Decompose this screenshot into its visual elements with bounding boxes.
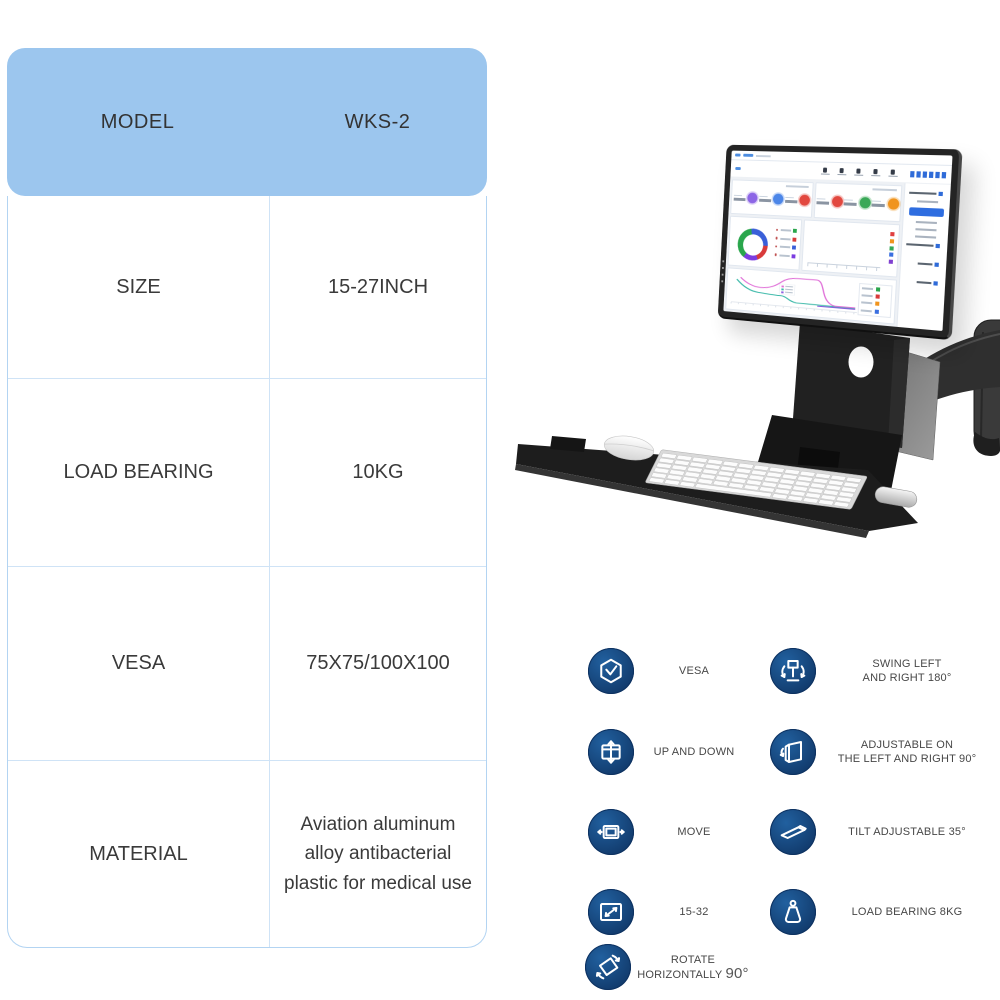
- feature-label-tilt: TILT ADJUSTABLE 35°: [848, 826, 966, 838]
- feature-label-move: MOVE: [677, 826, 711, 838]
- screen-sidebar: [896, 183, 951, 332]
- keyboard: [645, 449, 868, 510]
- arm-hook: [973, 432, 1000, 456]
- spec-row-material-label: MATERIAL: [8, 760, 269, 947]
- up-down-icon: [588, 729, 634, 775]
- tray-roller: [874, 486, 918, 508]
- feature-label-rotate: ROTATE HORIZONTALLY 90°: [637, 953, 749, 982]
- move-icon: [588, 809, 634, 855]
- tilt-icon: [770, 809, 816, 855]
- load-bearing-icon: [770, 889, 816, 935]
- bracket-hole: [848, 346, 874, 378]
- screen-line-legend: [857, 282, 893, 318]
- spec-header-label: MODEL: [100, 110, 175, 133]
- spec-row-vesa-value: 75X75/100X100: [269, 566, 486, 760]
- screen-kpi-panel-2: [813, 182, 903, 223]
- screen-kpi-panel-1: [730, 179, 814, 218]
- vesa-icon: [588, 648, 634, 694]
- feature-label-load-bearing: LOAD BEARING 8KG: [851, 906, 963, 918]
- rotate-icon: [585, 944, 631, 990]
- mouse: [603, 435, 655, 461]
- spec-row-load-label: LOAD BEARING: [8, 378, 269, 566]
- screen-line-chart: [725, 267, 898, 325]
- monitor: [717, 144, 963, 341]
- monitor-screen: [723, 150, 953, 332]
- feature-label-vesa: VESA: [678, 665, 710, 677]
- spec-row-vesa-label: VESA: [8, 566, 269, 760]
- monitor-bracket: [792, 322, 910, 448]
- spec-header-value: WKS-2: [344, 110, 411, 133]
- spec-row-load-value: 10KG: [269, 378, 486, 566]
- spec-row-material-value: Aviation aluminum alloy antibacterial pl…: [269, 760, 486, 947]
- adjustable-left-right-icon: [770, 729, 816, 775]
- screen-sidebar-active-item: [909, 207, 944, 218]
- swing-icon: [770, 648, 816, 694]
- screen-logo: [909, 170, 947, 178]
- tray-clip: [550, 436, 586, 452]
- spec-row-size-value: 15-27INCH: [269, 196, 486, 378]
- spec-table-body: SIZE 15-27INCH LOAD BEARING 10KG VESA 75…: [7, 196, 487, 948]
- size-range-icon: [588, 889, 634, 935]
- product-photo: [515, 319, 1000, 538]
- feature-label-size-range: 15-32: [679, 906, 709, 918]
- screen-donut-chart: [727, 215, 803, 271]
- spec-table: MODEL WKS-2 SIZE 15-27INCH LOAD BEARING …: [7, 48, 487, 948]
- feature-label-up-down: UP AND DOWN: [653, 746, 735, 758]
- screen-bar-chart: [801, 219, 901, 278]
- spec-row-size-label: SIZE: [116, 275, 161, 298]
- spec-table-header: MODEL WKS-2: [7, 48, 487, 196]
